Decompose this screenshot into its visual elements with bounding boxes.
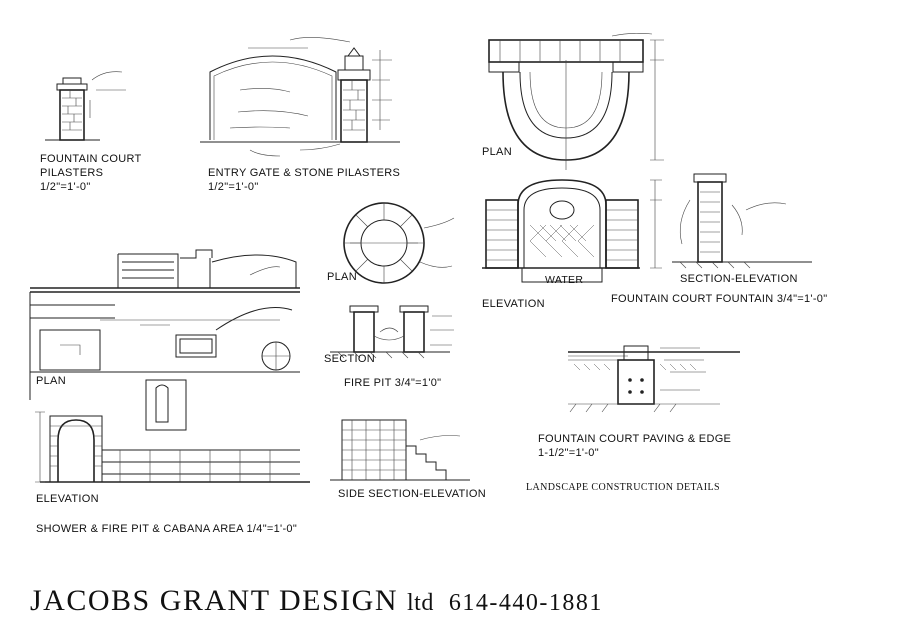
paving-scale: 1-1/2"=1'-0"	[538, 447, 599, 459]
fountain-title: FOUNTAIN COURT FOUNTAIN 3/4"=1'-0"	[611, 293, 828, 305]
fire-pit-section-label: SECTION	[324, 353, 375, 365]
fire-pit-title: FIRE PIT 3/4"=1'0"	[344, 377, 442, 389]
cabana-elevation-drawing	[35, 379, 310, 483]
fountain-section-drawing	[672, 173, 812, 269]
entry-gate-drawing	[200, 37, 400, 157]
side-section-drawing	[330, 419, 470, 481]
cabana-title: SHOWER & FIRE PIT & CABANA AREA 1/4"=1'-…	[36, 523, 298, 535]
firm-name: JACOBS GRANT DESIGN	[30, 584, 398, 617]
entry-gate-title: ENTRY GATE & STONE PILASTERS	[208, 167, 401, 179]
paving-title: FOUNTAIN COURT PAVING & EDGE	[538, 433, 732, 445]
sheet-title: LANDSCAPE CONSTRUCTION DETAILS	[526, 482, 720, 493]
cabana-plan-drawing	[29, 249, 300, 400]
fountain-section-label: SECTION-ELEVATION	[680, 273, 798, 285]
cabana-plan-label: PLAN	[36, 375, 66, 387]
fountain-elevation-drawing	[482, 179, 662, 283]
fountain-elevation-label: ELEVATION	[482, 298, 545, 310]
fountain-plan-label: PLAN	[482, 146, 512, 158]
firm-suffix: ltd	[407, 590, 434, 616]
pilasters-title-line2: PILASTERS	[40, 167, 104, 179]
fire-pit-plan-label: PLAN	[327, 271, 357, 283]
fountain-water-label: WATER	[545, 274, 584, 286]
cabana-elevation-label: ELEVATION	[36, 493, 99, 505]
firm-phone: 614-440-1881	[448, 590, 603, 616]
fountain-plan-drawing	[488, 33, 664, 170]
side-section-label: SIDE SECTION-ELEVATION	[338, 488, 486, 500]
fire-pit-plan-drawing	[343, 202, 455, 284]
entry-gate-scale: 1/2"=1'-0"	[208, 181, 259, 193]
paving-edge-drawing	[568, 345, 740, 413]
pilaster-drawing	[45, 71, 126, 141]
fire-pit-section-drawing	[330, 305, 454, 359]
firm-title-block: JACOBS GRANT DESIGN ltd 614-440-1881	[30, 583, 603, 621]
pilasters-title-line1: FOUNTAIN COURT	[40, 153, 142, 165]
pilasters-scale: 1/2"=1'-0"	[40, 181, 91, 193]
